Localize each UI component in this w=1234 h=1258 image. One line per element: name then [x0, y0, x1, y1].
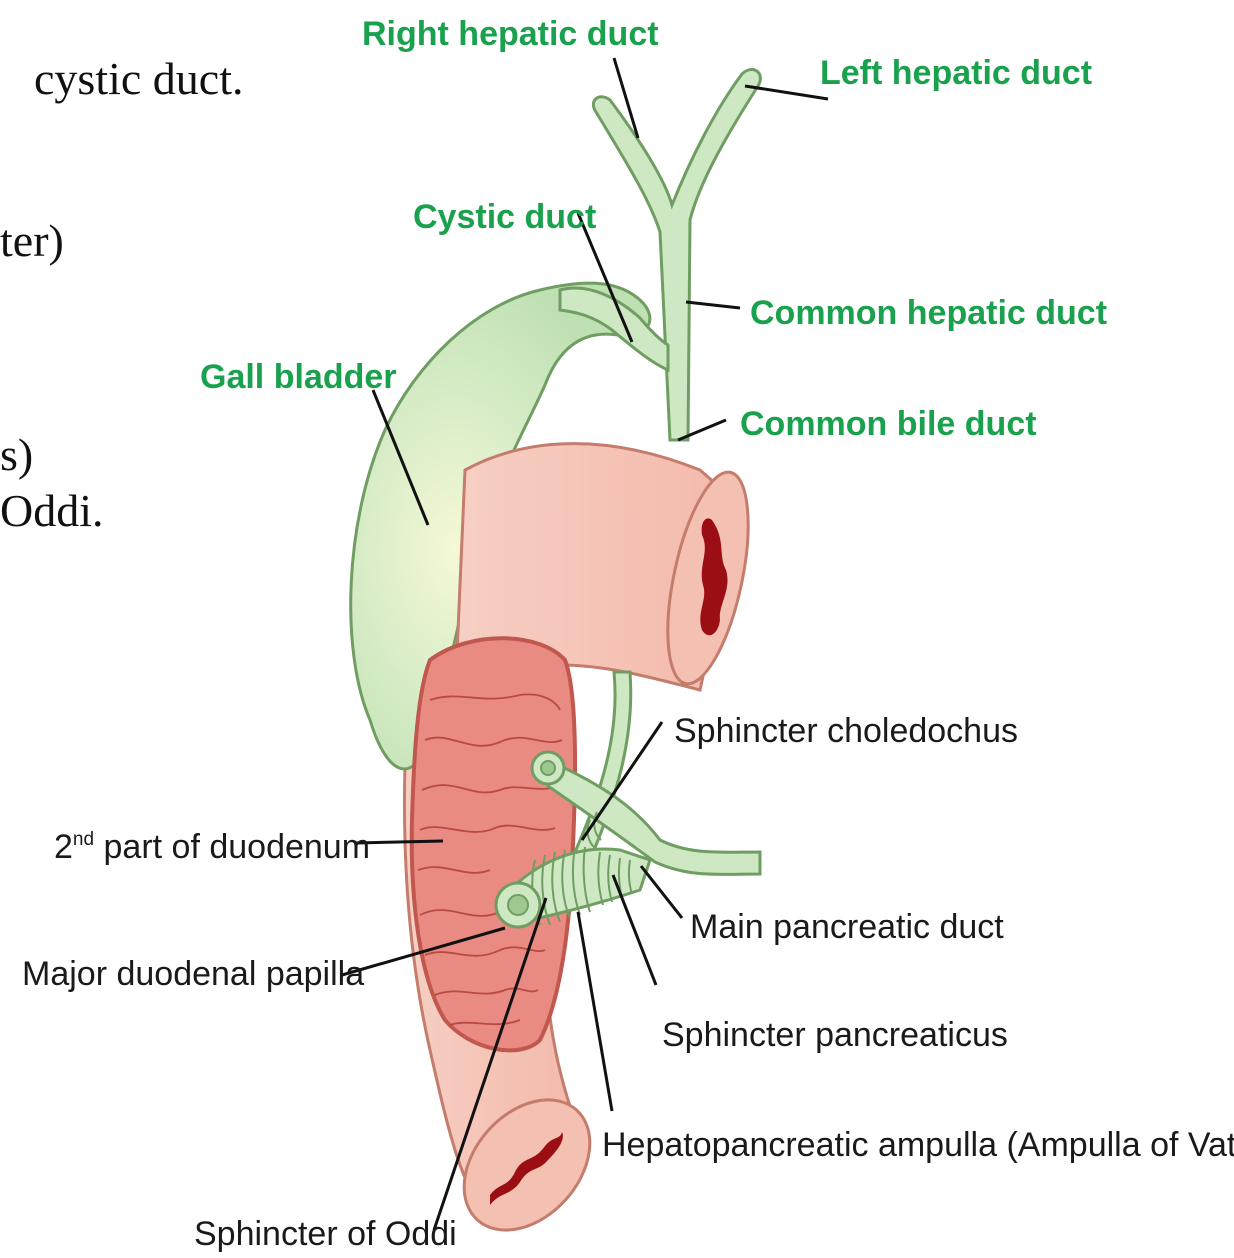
label-duodenum-superscript: nd — [73, 829, 94, 850]
label-major-duodenal-papilla: Major duodenal papilla — [22, 955, 364, 993]
label-left-hepatic-duct: Left hepatic duct — [820, 54, 1092, 92]
label-sphincter-of-oddi: Sphincter of Oddi — [194, 1215, 457, 1253]
label-hepatopancreatic-ampulla: Hepatopancreatic ampulla (Ampulla of Vat… — [602, 1126, 1234, 1164]
common-hepatic-duct — [593, 70, 760, 440]
label-duodenum-ordinal: 2 — [54, 828, 73, 866]
label-sphincter-choledochus: Sphincter choledochus — [674, 712, 1018, 750]
leader-ampulla — [578, 912, 612, 1111]
label-right-hepatic-duct: Right hepatic duct — [362, 15, 659, 53]
label-cystic-duct: Cystic duct — [413, 198, 596, 236]
leader-main-pancreatic — [641, 866, 682, 918]
label-second-part-duodenum: 2nd part of duodenum — [54, 828, 370, 866]
label-gall-bladder: Gall bladder — [200, 358, 397, 396]
label-duodenum-rest: part of duodenum — [94, 828, 370, 866]
label-main-pancreatic-duct: Main pancreatic duct — [690, 908, 1004, 946]
label-sphincter-pancreaticus: Sphincter pancreaticus — [662, 1016, 1008, 1054]
label-common-hepatic-duct: Common hepatic duct — [750, 294, 1107, 332]
leader-common-hepatic — [686, 302, 740, 308]
leader-left-hepatic — [745, 86, 828, 99]
label-common-bile-duct: Common bile duct — [740, 405, 1037, 443]
